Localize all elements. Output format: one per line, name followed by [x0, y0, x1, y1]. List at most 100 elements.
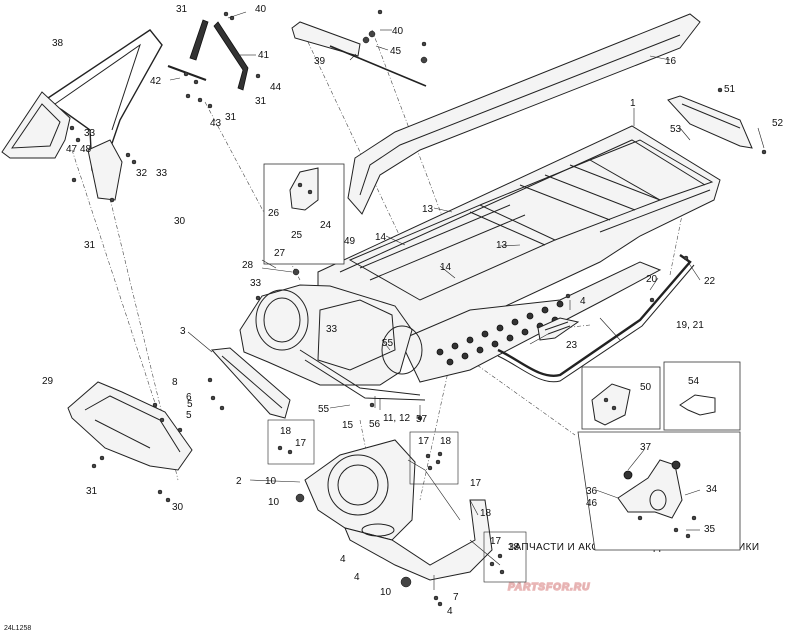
callout: 50 [640, 382, 652, 393]
callout: 30 [174, 216, 186, 227]
callout: 40 [392, 26, 404, 37]
callout: 13 [422, 204, 434, 215]
document-code: 24L1258 [4, 625, 31, 632]
side-panel [210, 347, 291, 419]
callout: 5 [187, 399, 193, 410]
callout: 23 [566, 340, 578, 351]
callout: 5 [186, 410, 192, 421]
callout: 4 [354, 572, 360, 583]
callout: 53 [670, 124, 682, 135]
steering-rod [291, 21, 427, 87]
callout: 2 [236, 476, 242, 487]
callout: 4 [340, 554, 346, 565]
callout: 8 [172, 377, 178, 388]
callout: 10 [268, 497, 280, 508]
callout: 4 [580, 296, 586, 307]
callout: 44 [270, 82, 282, 93]
callout: 49 [344, 236, 356, 247]
callout: 33 [326, 324, 338, 335]
callout: 36 [586, 486, 598, 497]
callout: 14 [375, 232, 387, 243]
callout: 37 [640, 442, 652, 453]
callout: 28 [242, 260, 254, 271]
grab-bar [497, 254, 695, 383]
callout: 3 [180, 326, 186, 337]
callout: 47 [66, 144, 78, 155]
front-chassis [239, 284, 426, 401]
callout: 33 [84, 128, 96, 139]
inset-steering-bracket [577, 431, 741, 551]
running-board [399, 261, 662, 383]
callout: 1 [630, 98, 636, 109]
callout: 17 [490, 536, 502, 547]
callout: 31 [176, 4, 188, 15]
callout: 46 [586, 498, 598, 509]
callout: 10 [265, 476, 277, 487]
callout: 31 [225, 112, 237, 123]
callout: 52 [772, 118, 784, 129]
callout: 32 [136, 168, 148, 179]
callout: 55 [382, 338, 394, 349]
callout: 17 [295, 438, 307, 449]
callout: 6 [186, 392, 192, 403]
callout: 31 [84, 240, 96, 251]
callout: 13 [496, 240, 508, 251]
callout: 24 [320, 220, 332, 231]
callout: 43 [210, 118, 222, 129]
foot-rest-bracket [537, 317, 580, 341]
callout: 25 [291, 230, 303, 241]
callout: 35 [704, 524, 716, 535]
callout: 17 [418, 436, 430, 447]
callout: 14 [440, 262, 452, 273]
callout: 45 [390, 46, 402, 57]
callout: 17 [470, 478, 482, 489]
callout: 55 [318, 404, 330, 415]
callout: 19, 21 [676, 320, 704, 331]
callout: 57 [416, 414, 428, 425]
callout: 31 [255, 96, 267, 107]
rear-flap-bracket [667, 95, 753, 149]
callout: 34 [706, 484, 718, 495]
tunnel-side-panel [347, 13, 701, 215]
inset-hook [663, 361, 741, 431]
lower-front-frame [304, 439, 493, 581]
callout: 11, 12 [383, 413, 410, 424]
callout: 10 [380, 587, 392, 598]
callouts: 1 2 3 4 4 4 4 5 5 6 7 8 10 10 10 11, 12 … [42, 4, 784, 617]
callout: 16 [665, 56, 677, 67]
callout: 7 [453, 592, 459, 603]
callout: 18 [480, 508, 492, 519]
callout: 30 [172, 502, 184, 513]
callout: 27 [274, 248, 286, 259]
steering-bracket [167, 19, 249, 91]
callout: 20 [646, 274, 658, 285]
inset-rear-clip [263, 163, 345, 265]
callout: 40 [255, 4, 267, 15]
callout: 41 [258, 50, 270, 61]
callout: 42 [150, 76, 162, 87]
leader-lines [169, 11, 765, 590]
callout: 48 [80, 144, 92, 155]
steering-support [1, 29, 163, 201]
inset-footrest [581, 366, 661, 430]
callout: 18 [280, 426, 292, 437]
callout: 4 [447, 606, 453, 617]
callout: 33 [250, 278, 262, 289]
callout: 26 [268, 208, 280, 219]
hardware [69, 9, 767, 607]
skid-plate [67, 381, 193, 471]
callout: 51 [724, 84, 736, 95]
callout: 31 [86, 486, 98, 497]
callout: 18 [440, 436, 452, 447]
watermark-logo: PARTSFOR.RU [508, 582, 590, 593]
callout: 18 [508, 542, 520, 553]
callout: 22 [704, 276, 716, 287]
callout: 38 [52, 38, 64, 49]
callout: 33 [156, 168, 168, 179]
callout: 39 [314, 56, 326, 67]
callout: 54 [688, 376, 700, 387]
callout: 29 [42, 376, 54, 387]
callout: 15 [342, 420, 354, 431]
callout: 56 [369, 419, 381, 430]
